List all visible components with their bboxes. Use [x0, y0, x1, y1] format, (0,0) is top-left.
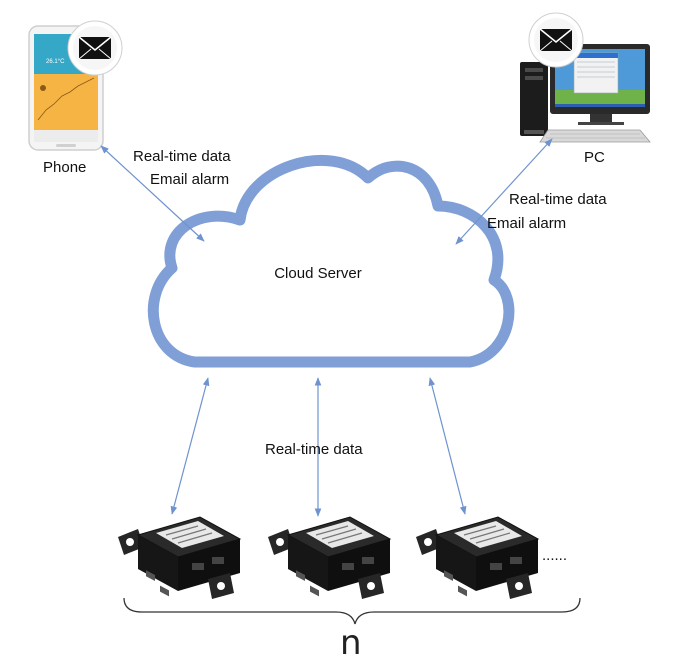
device1-cloud-arrow	[170, 377, 210, 515]
phone-home-button	[56, 144, 76, 147]
pc-cloud-arrow	[455, 138, 553, 245]
device-3	[415, 516, 539, 600]
phone-link-label-email: Email alarm	[150, 171, 229, 188]
pc-tower	[520, 62, 548, 136]
phone-screen-value: 26.1°C	[46, 59, 65, 65]
phone-node: 26.1°C Phone	[28, 20, 123, 176]
phone-screen-header	[34, 34, 98, 44]
device-2	[267, 516, 391, 600]
cloud-shape	[147, 155, 515, 368]
pc-link-label-email: Email alarm	[487, 215, 566, 232]
cloud-server-label: Cloud Server	[274, 265, 362, 282]
devices-link-label: Real-time data	[265, 441, 363, 458]
more-devices-ellipsis: ......	[542, 547, 567, 564]
phone-screen-chart-area	[34, 74, 98, 130]
pc-link-label-realtime: Real-time data	[509, 191, 607, 208]
phone-cloud-arrow	[100, 145, 205, 242]
phone-label: Phone	[43, 159, 86, 176]
cloud-server-node: Cloud Server	[147, 155, 515, 368]
phone-email-icon	[67, 20, 123, 76]
device-count-label: n	[340, 623, 362, 661]
device-group-brace	[123, 597, 581, 625]
phone-link-label-realtime: Real-time data	[133, 148, 231, 165]
pc-keyboard	[539, 129, 651, 143]
pc-node: PC	[520, 12, 651, 166]
pc-email-icon	[528, 12, 584, 68]
pc-label: PC	[584, 149, 605, 166]
device3-cloud-arrow	[428, 377, 467, 515]
device-1	[117, 516, 241, 600]
